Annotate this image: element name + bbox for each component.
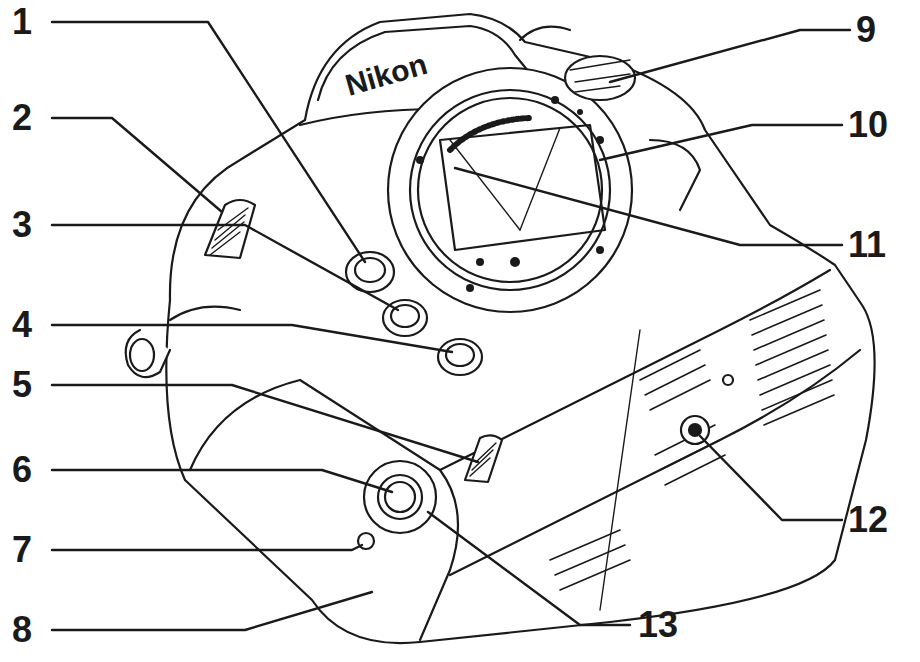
- callout-number: 4: [12, 307, 32, 343]
- callout-number: 2: [12, 100, 32, 136]
- callout-number: 13: [638, 607, 678, 643]
- callout-number: 1: [12, 4, 32, 40]
- callout-number: 12: [848, 502, 888, 538]
- callout-number: 7: [12, 532, 32, 568]
- callout-number: 11: [848, 227, 886, 263]
- callout-number: 8: [12, 612, 32, 648]
- callout-number: 6: [12, 452, 32, 488]
- callout-number: 5: [12, 367, 32, 403]
- callout-number: 10: [848, 107, 888, 143]
- callout-number: 3: [12, 207, 32, 243]
- callout-number: 9: [856, 12, 876, 48]
